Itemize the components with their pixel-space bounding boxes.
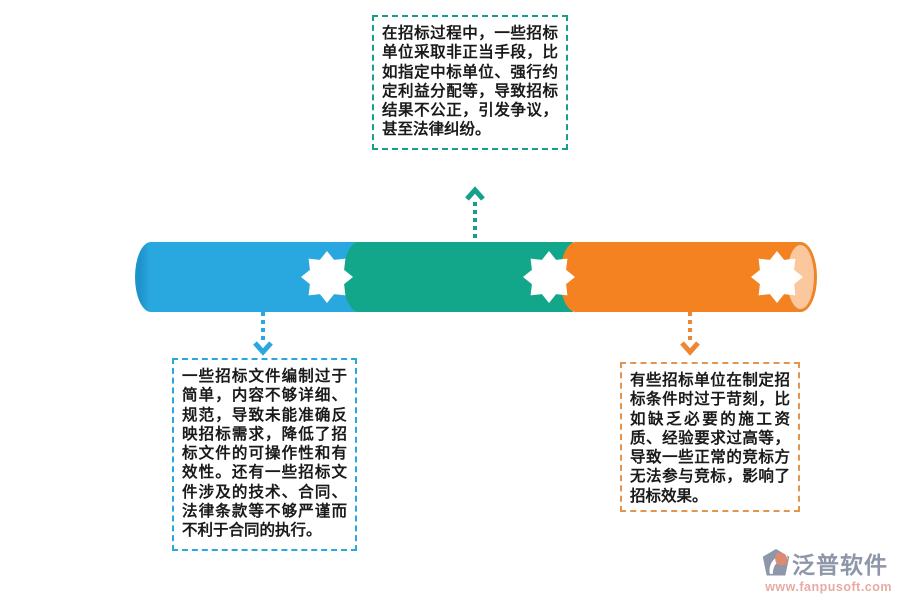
- callout-top: 在招标过程中，一些招标单位采取非正当手段，比如指定中标单位、强行约定利益分配等，…: [372, 15, 568, 150]
- callout-left: 一些招标文件编制过于简单，内容不够详细、规范，导致未能准确反映招标需求，降低了招…: [172, 358, 357, 551]
- star-badge-icon: [751, 251, 803, 303]
- brand-url: www.fanpusoft.com: [765, 580, 892, 594]
- watermark: 泛普软件 www.fanpusoft.com: [762, 546, 892, 594]
- callout-right: 有些招标单位在制定招标条件时过于苛刻，比如缺乏必要的施工资质、经验要求过高等，导…: [620, 362, 800, 512]
- connector-arrow-down-icon: [253, 312, 273, 356]
- connector-arrow-up-icon: [465, 186, 485, 242]
- callout-right-text: 有些招标单位在制定招标条件时过于苛刻，比如缺乏必要的施工资质、经验要求过高等，导…: [630, 372, 790, 505]
- brand-logo-icon: [762, 549, 790, 576]
- star-badge-icon: [523, 251, 575, 303]
- connector-arrow-down-icon: [680, 312, 700, 356]
- star-badge-icon: [301, 251, 353, 303]
- callout-top-text: 在招标过程中，一些招标单位采取非正当手段，比如指定中标单位、强行约定利益分配等，…: [382, 25, 558, 139]
- callout-left-text: 一些招标文件编制过于简单，内容不够详细、规范，导致未能准确反映招标需求，降低了招…: [182, 368, 347, 540]
- brand-name: 泛普软件: [792, 552, 888, 578]
